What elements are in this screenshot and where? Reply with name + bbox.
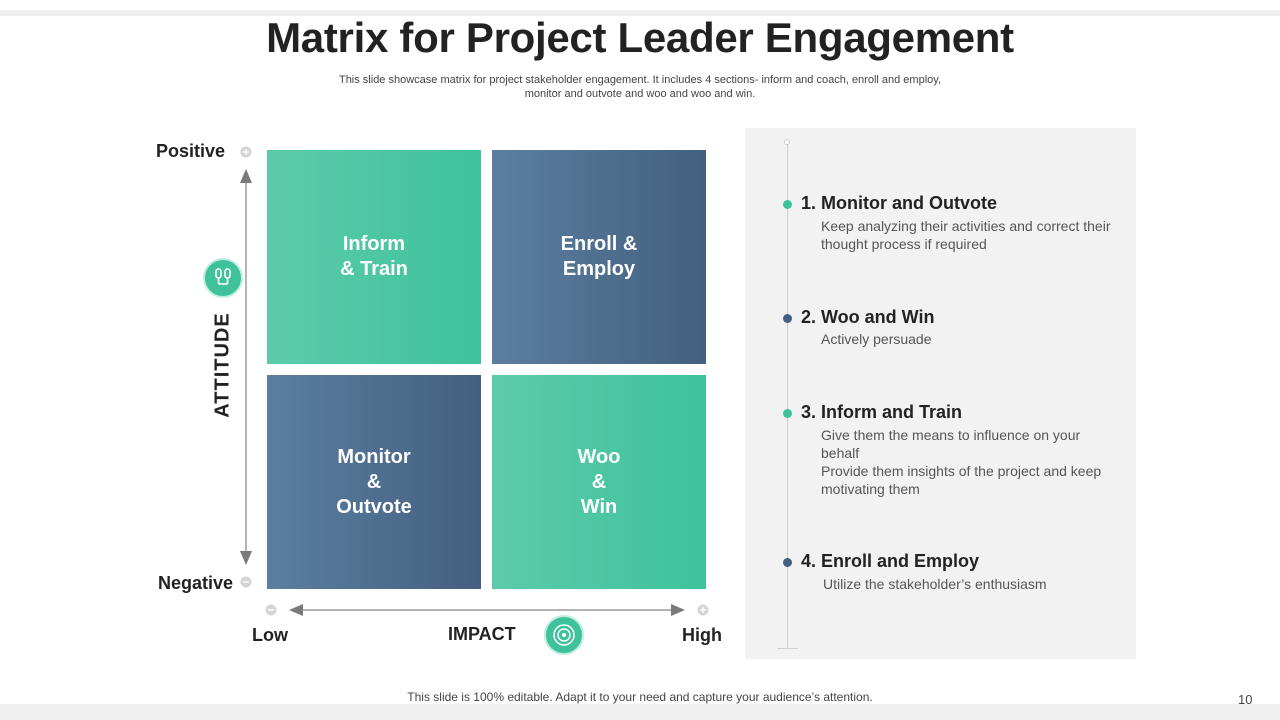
slide-subtitle: This slide showcase matrix for project s… [338, 74, 942, 100]
bottom-bar [0, 704, 1280, 720]
timeline-line [787, 142, 788, 648]
legend-bullet [783, 200, 792, 209]
legend-bullet [783, 409, 792, 418]
plus-icon [697, 604, 709, 616]
legend-item-title: 1. Monitor and Outvote [801, 193, 997, 213]
microphone-icon [203, 258, 243, 298]
timeline-end [777, 648, 798, 649]
legend-bullet [783, 314, 792, 323]
timeline-cap [784, 139, 790, 145]
y-axis-bottom-label: Negative [158, 573, 234, 593]
slide-title: Matrix for Project Leader Engagement [266, 14, 1014, 61]
minus-icon [240, 576, 252, 588]
quadrant-inform-train: Inform & Train [267, 150, 481, 364]
legend-bullet [783, 558, 792, 567]
quadrant-enroll-employ: Enroll & Employ [492, 150, 706, 364]
y-axis-top-label: Positive [156, 141, 226, 161]
legend-item-desc: Utilize the stakeholder’s enthusiasm [823, 576, 1047, 592]
legend-item-desc: Give them the means to influence on your… [821, 427, 1102, 497]
top-bar [0, 10, 1280, 16]
legend-item-desc: Actively persuade [821, 331, 932, 347]
plus-icon [240, 146, 252, 158]
x-axis-right-label: High [682, 625, 722, 645]
x-axis-label: IMPACT [448, 624, 516, 644]
slide-footer: This slide is 100% editable. Adapt it to… [407, 690, 873, 704]
legend-panel [745, 128, 1136, 659]
legend-item-desc: Keep analyzing their activities and corr… [821, 218, 1111, 252]
minus-icon [265, 604, 277, 616]
legend-item-title: 4. Enroll and Employ [801, 551, 980, 571]
legend-item-title: 2. Woo and Win [801, 307, 935, 327]
x-axis-left-label: Low [252, 625, 288, 645]
quadrant-monitor-outvote: Monitor & Outvote [267, 375, 481, 589]
quadrant-woo-win: Woo & Win [492, 375, 706, 589]
target-icon [544, 615, 584, 655]
page-number: 10 [1238, 692, 1253, 707]
legend-item-title: 3. Inform and Train [801, 402, 963, 422]
